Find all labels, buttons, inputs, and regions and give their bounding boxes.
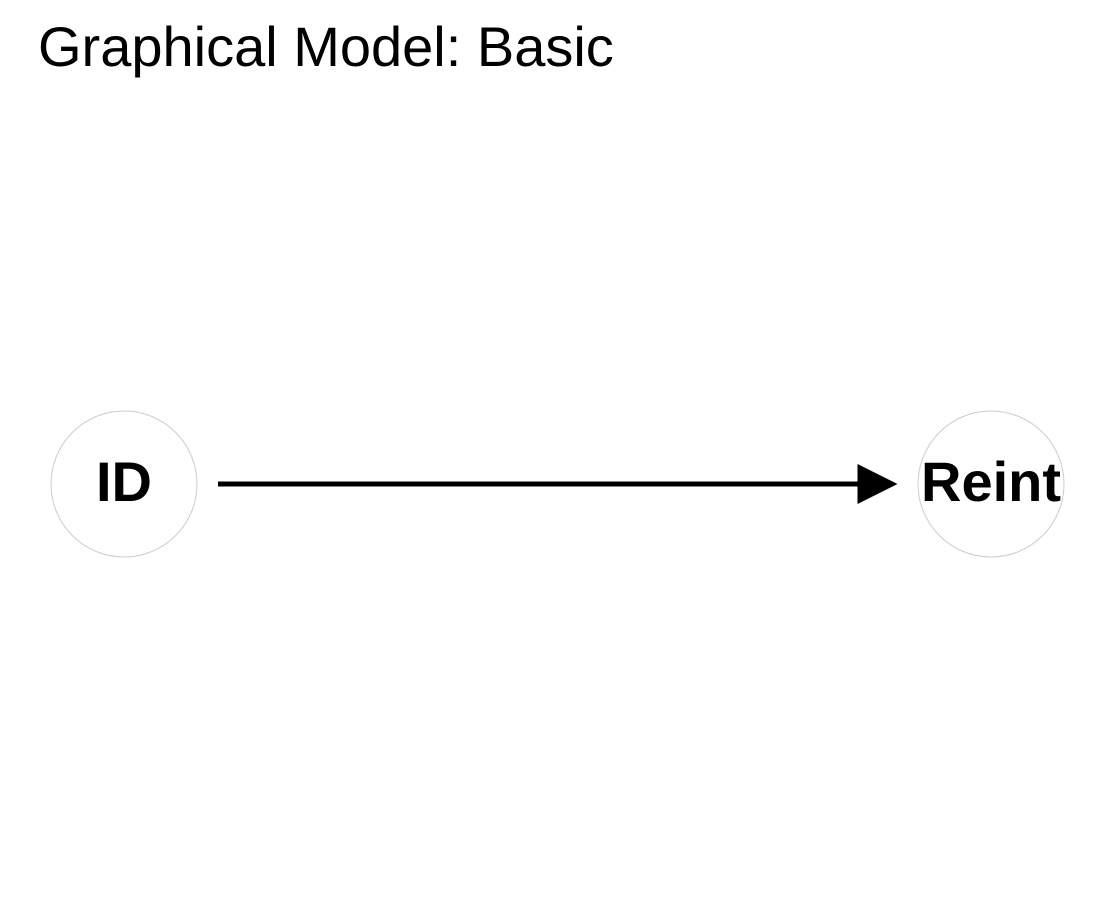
node-id-label: ID	[96, 450, 152, 513]
node-reint-circle	[917, 410, 1065, 558]
node-id-circle	[50, 410, 198, 558]
node-id: ID	[50, 410, 198, 558]
node-reint: Reint	[917, 410, 1065, 558]
node-reint-label: Reint	[921, 450, 1061, 513]
diagram-title: Graphical Model: Basic	[38, 15, 614, 78]
